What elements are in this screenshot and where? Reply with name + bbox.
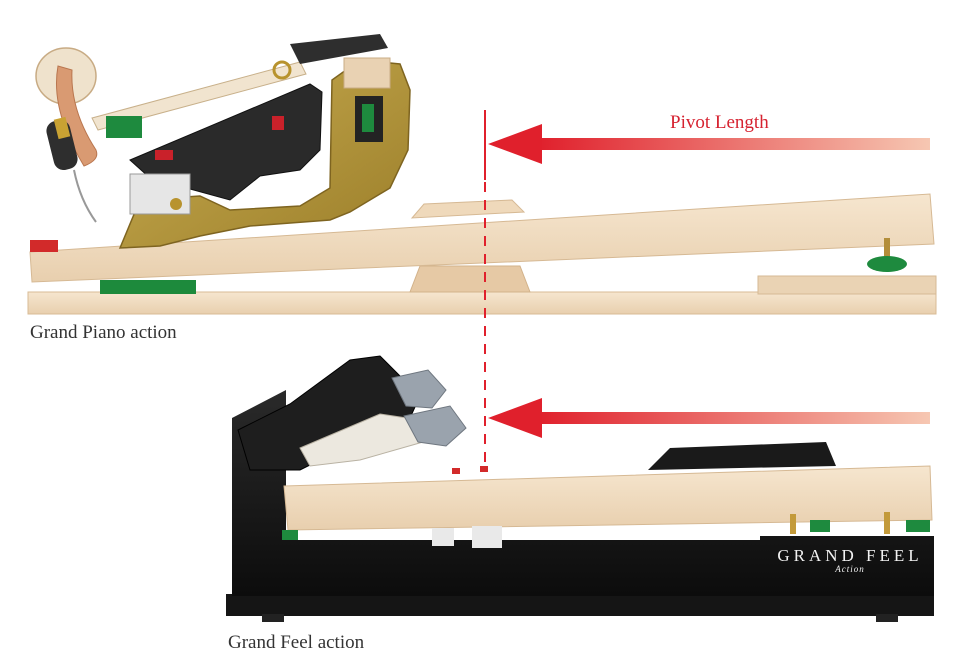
piano-key xyxy=(29,193,935,283)
grand-feel-action-caption: Grand Feel action xyxy=(228,632,365,653)
green-felt-back-2 xyxy=(906,520,930,532)
action-chassis xyxy=(232,390,934,596)
grand-piano-action-caption: Grand Piano action xyxy=(30,322,177,343)
red-pin-1 xyxy=(452,468,460,474)
brass-stud-1 xyxy=(790,514,796,534)
spring-screw xyxy=(170,198,182,210)
backcheck-wire xyxy=(73,169,97,223)
damper-felt xyxy=(362,104,374,132)
pivot-length-arrow-top xyxy=(488,124,930,164)
regulating-screw xyxy=(272,60,292,80)
hammer-rest-block xyxy=(343,57,391,89)
key-pivot-hump xyxy=(410,199,526,219)
capstan-post xyxy=(884,238,890,262)
hammer-shank xyxy=(91,61,307,131)
action-foot-left xyxy=(262,614,284,622)
green-felt-strip xyxy=(100,280,196,294)
jack-bracket xyxy=(129,173,191,215)
red-detail-1 xyxy=(155,150,173,160)
grey-hammer-weight-2 xyxy=(403,405,467,447)
white-stopper-1 xyxy=(432,528,454,546)
white-stopper-2 xyxy=(472,526,502,548)
key-frame-base xyxy=(27,291,937,315)
brass-action-bracket xyxy=(118,59,411,249)
brass-stud-2 xyxy=(884,512,890,534)
capstan-felt xyxy=(867,256,907,272)
hammer-felt xyxy=(55,65,98,167)
grey-hammer-weight-1 xyxy=(391,369,447,409)
action-foot-right xyxy=(876,614,898,622)
green-felt-front xyxy=(282,530,298,540)
red-pin-2 xyxy=(480,466,488,472)
grand-piano-action xyxy=(27,34,937,315)
grand-feel-key xyxy=(283,465,933,531)
balance-rail-block xyxy=(409,265,531,293)
pivot-length-label: Pivot Length xyxy=(670,112,769,133)
red-detail-2 xyxy=(272,116,284,130)
action-base xyxy=(226,594,934,616)
grand-feel-logo: Grand Feel Action xyxy=(760,546,940,574)
backcheck-felt xyxy=(53,116,71,140)
logo-sub-text: Action xyxy=(835,564,865,574)
logo-main-text: Grand Feel xyxy=(777,546,923,565)
back-rail-block xyxy=(757,275,937,295)
grand-feel-action xyxy=(226,355,934,622)
pivot-length-arrow-bottom xyxy=(488,398,930,438)
key-front-red-marker xyxy=(30,240,58,252)
black-key xyxy=(648,442,836,470)
upper-lever-arm xyxy=(290,34,388,64)
green-felt-pad xyxy=(106,116,142,138)
backcheck xyxy=(46,119,78,171)
green-felt-back-1 xyxy=(810,520,830,532)
